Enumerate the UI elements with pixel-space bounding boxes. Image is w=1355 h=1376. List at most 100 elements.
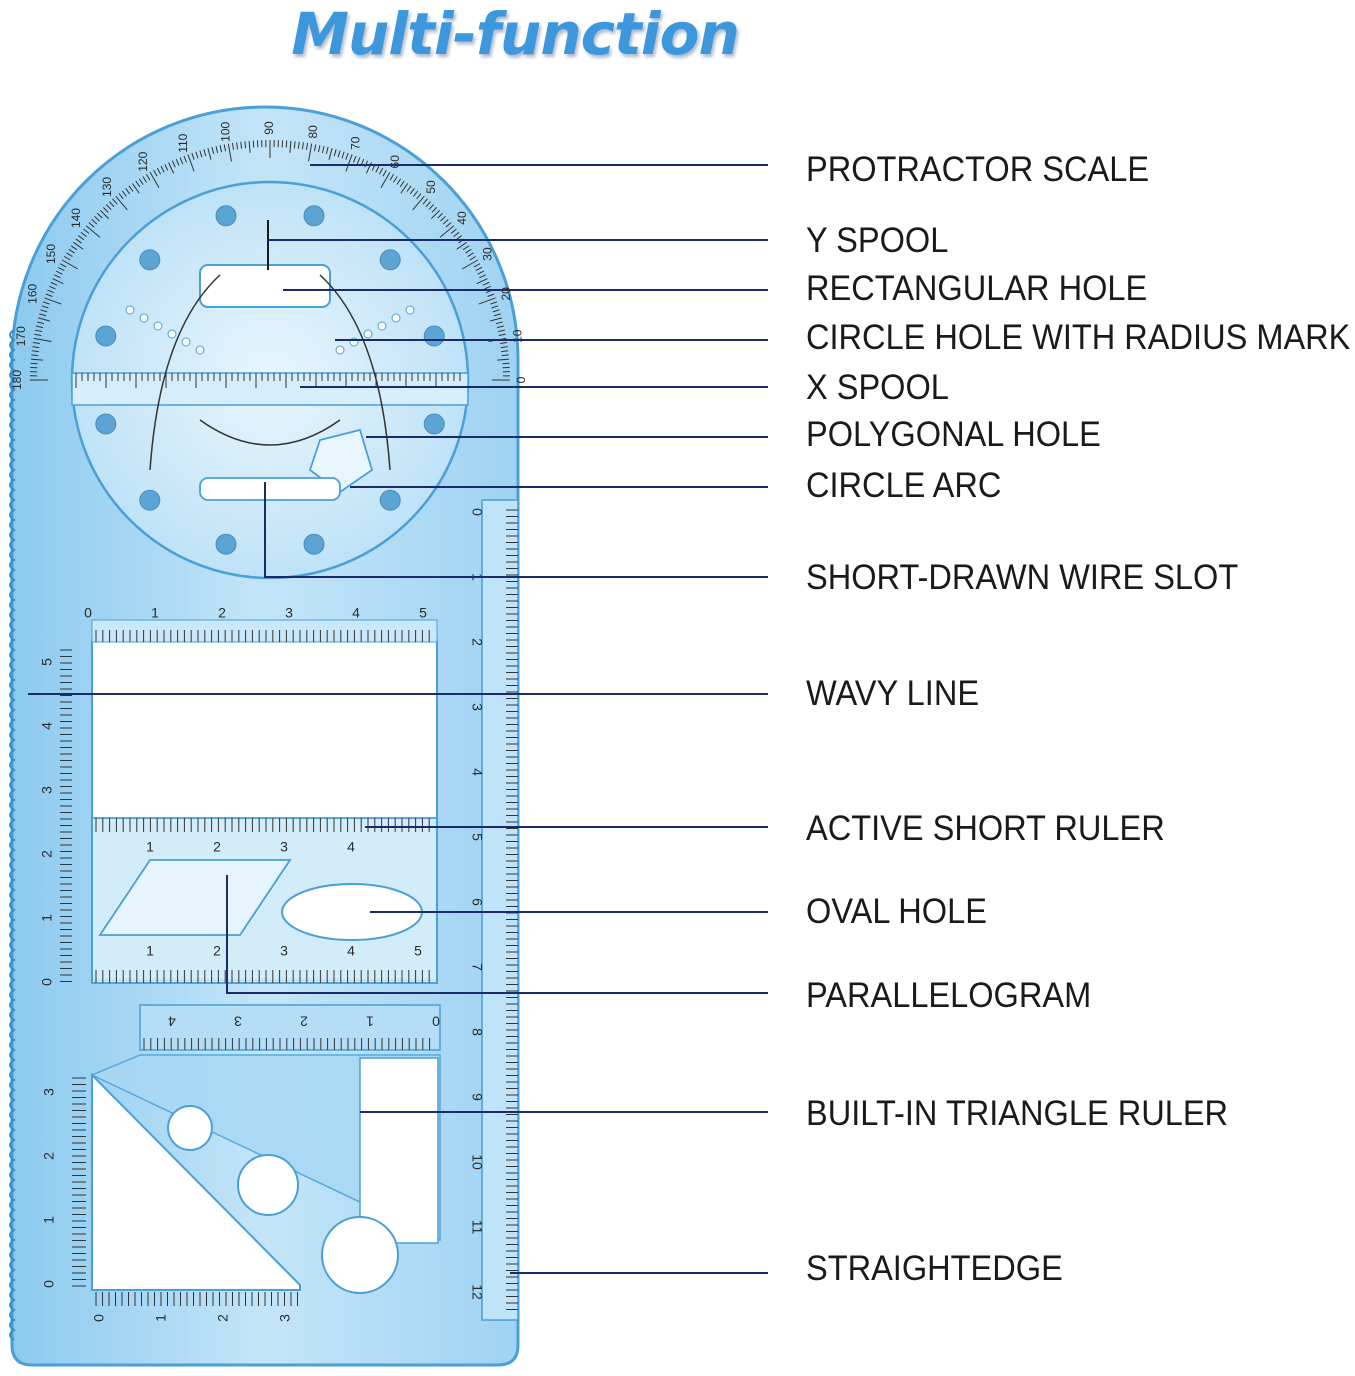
short-ruler-label: 3 [280,839,288,855]
protractor-tick [382,169,387,177]
protractor-tick [378,167,384,175]
protractor-tick [428,204,435,210]
top-window-label: 3 [285,605,293,621]
protractor-tick [475,266,483,272]
protractor-tick [35,329,43,333]
right-ruler-label: 9 [469,1093,485,1101]
top-window-label: 0 [84,605,92,621]
protractor-tick [321,146,325,154]
protractor-tick [496,325,504,329]
triangle-hole-large [321,1216,399,1294]
protractor-tick [439,225,455,238]
protractor-tick [128,185,134,192]
protractor-tick [244,141,247,149]
disc-pin [95,413,117,435]
protractor-label: 80 [306,125,320,139]
disc-pin [139,249,161,271]
triangle-right-window [359,1057,439,1244]
protractor-tick [149,171,160,188]
protractor-tick [465,248,472,254]
protractor-label: 70 [348,136,362,150]
disc-pin [303,533,325,555]
protractor-tick [138,178,144,185]
protractor-tick [70,245,78,251]
protractor-tick [34,333,42,337]
protractor-tick [175,158,180,166]
protractor-tick [501,350,509,353]
top-window-label: 1 [151,605,159,621]
right-ruler-label: 6 [469,898,485,906]
triangle-side-label: 3 [41,1088,57,1096]
protractor-tick [195,151,199,159]
protractor-tick [40,309,48,313]
protractor-tick [135,180,141,188]
label-polygonal-hole: POLYGONAL HOLE [806,415,1101,454]
rectangular-hole [199,264,331,308]
label-y-spool: Y SPOOL [806,221,949,260]
left-ruler-label: 0 [39,978,55,986]
protractor-tick [32,341,40,345]
right-ruler-label: 8 [469,1028,485,1036]
protractor-tick [396,178,402,185]
circle-arc-bottom [199,419,341,446]
protractor-tick [389,174,395,181]
protractor-tick [341,151,345,159]
protractor-tick [231,142,235,150]
disc-pin [379,489,401,511]
protractor-tick [416,193,422,200]
protractor-tick [293,141,296,149]
protractor-tick [59,263,67,268]
protractor-label: 100 [218,121,232,141]
protractor-tick [425,201,431,208]
circle-arc-left [149,274,221,471]
protractor-tick [160,165,165,173]
protractor-tick [308,143,313,162]
protractor-tick [52,278,64,285]
protractor-tick [473,263,481,268]
label-active-short-ruler: ACTIVE SHORT RULER [806,809,1165,848]
protractor-label: 150 [44,244,58,264]
short-ruler-bottom-label: 2 [213,943,221,959]
protractor-tick [301,142,304,150]
short-ruler-bottom-label: 1 [146,943,154,959]
protractor-tick [115,195,128,211]
protractor-tick [75,238,82,244]
protractor-tick [500,341,508,345]
protractor-tick [497,358,510,361]
protractor-tick [31,350,39,353]
protractor-label: 50 [424,180,438,194]
protractor-tick [88,222,95,228]
short-ruler-label: 2 [213,839,221,855]
protractor-tick [41,305,49,309]
protractor-label: 160 [25,283,39,303]
protractor-tick [97,212,103,219]
protractor-tick [64,255,71,261]
protractor-tick [47,289,55,294]
protractor-label: 90 [262,121,276,135]
protractor-tick [215,146,219,154]
protractor-tick [112,198,118,205]
triangle-bottom-label: 1 [153,1314,169,1322]
protractor-tick [353,155,357,163]
left-ruler-label: 4 [39,722,55,730]
built-in-triangle-ruler [90,1054,441,1242]
right-ruler-label: 7 [469,963,485,971]
wavy-edge [9,329,16,1341]
protractor-tick [73,241,84,250]
radius-hole-left [195,345,205,355]
protractor-tick [431,207,438,213]
protractor-tick [437,212,443,219]
protractor-tick [399,180,405,188]
protractor-tick [156,167,162,175]
protractor-tick [44,297,62,305]
short-ruler-bottom-label: 3 [280,943,288,959]
leader-line [226,875,768,994]
triangle-window [91,1072,301,1291]
left-ruler-label: 3 [39,786,55,794]
disc-pin [215,205,237,227]
radius-hole-left [125,305,135,315]
protractor-tick [469,255,476,261]
right-ruler-label: 2 [469,638,485,646]
disc-pin [215,533,237,555]
